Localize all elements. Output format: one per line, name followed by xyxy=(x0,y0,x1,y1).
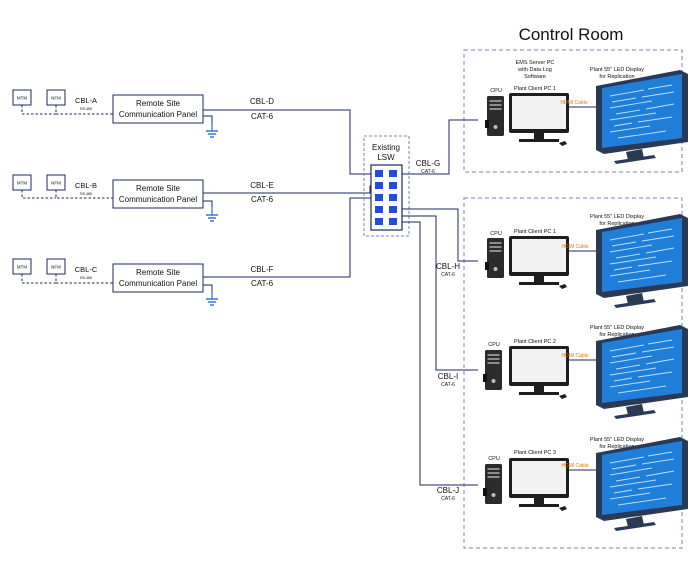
display-line2: for Replication xyxy=(599,74,634,80)
pc-label: Plant Client PC 2 xyxy=(514,339,556,345)
monitor-icon xyxy=(509,458,569,511)
pc-label: Plant Client PC 1 xyxy=(514,229,556,235)
lsw-line2: LSW xyxy=(377,153,395,162)
cable-in-sub: RS-485 xyxy=(80,192,92,196)
cable-in-label: CBL-B xyxy=(75,181,97,190)
cable-g-label: CBL-G xyxy=(416,159,440,168)
lsw-dashed-box xyxy=(363,135,410,237)
ground-icon xyxy=(205,290,219,306)
server-station: EMS Server PC with Data Log Software CPU… xyxy=(485,60,689,165)
cable-in-label: CBL-C xyxy=(75,265,98,274)
cpu-label: CPU xyxy=(488,342,500,348)
cable-in-sub: RS-485 xyxy=(80,276,92,280)
cable-out-label: CBL-F xyxy=(250,265,273,274)
panel-line2: Communication Panel xyxy=(119,279,197,288)
cable-g-type: CAT-6 xyxy=(421,169,435,175)
led-display-icon xyxy=(595,69,689,165)
ground-icon xyxy=(205,206,219,222)
panel-line1: Remote Site xyxy=(136,99,181,108)
display-line1: Plant 55" LED Display xyxy=(590,214,644,220)
control-room-title: Control Room xyxy=(519,25,624,44)
panel-line1: Remote Site xyxy=(136,268,181,277)
mtm-label: MTM xyxy=(17,265,27,270)
mtm-label: MTM xyxy=(17,181,27,186)
hdmi-label: HDMI Cable xyxy=(561,463,588,469)
existing-lsw: Existing LSW xyxy=(363,135,410,237)
display-line1: Plant 55" LED Display xyxy=(590,67,644,73)
display-line2: for Replication xyxy=(599,332,634,338)
client-station-1: CPU Plant Client PC 1 HDMI Cable Plant 5… xyxy=(485,213,689,309)
hdmi-label: HDMI Cable xyxy=(560,100,587,106)
panel-line1: Remote Site xyxy=(136,184,181,193)
cable-out-type: CAT-6 xyxy=(251,112,274,121)
panel-line2: Communication Panel xyxy=(119,110,197,119)
cable-in-label: CBL-A xyxy=(75,96,97,105)
site-row-a: MTM NFM CBL-A RS-485 Remote Site Communi… xyxy=(12,89,374,175)
nfm-label: NFM xyxy=(51,96,61,101)
panel-line2: Communication Panel xyxy=(119,195,197,204)
cable-i-type: CAT-6 xyxy=(441,382,455,388)
cpu-tower-icon xyxy=(483,464,502,504)
cpu-label: CPU xyxy=(490,88,502,94)
cable-out-type: CAT-6 xyxy=(251,195,274,204)
remote-site-panel xyxy=(112,179,204,209)
cable-j-label: CBL-J xyxy=(437,486,459,495)
pc-label: Plant Client PC 3 xyxy=(514,450,556,456)
pc-label: Plant Client PC 1 xyxy=(514,86,556,92)
client-station-3: CPU Plant Client PC 3 HDMI Cable Plant 5… xyxy=(483,436,689,532)
server-note-line1: EMS Server PC xyxy=(516,60,555,66)
led-display-icon xyxy=(595,436,689,532)
cable-out-label: CBL-D xyxy=(250,97,274,106)
monitor-icon xyxy=(509,346,569,399)
client-station-2: CPU Plant Client PC 2 HDMI Cable Plant 5… xyxy=(483,324,689,420)
server-note-line2: with Data Log xyxy=(517,67,552,73)
hdmi-label: HDMI Cable xyxy=(561,353,588,359)
remote-site-panel xyxy=(112,263,204,293)
led-display-icon xyxy=(595,213,689,309)
cpu-tower-icon xyxy=(485,96,504,136)
display-line1: Plant 55" LED Display xyxy=(590,325,644,331)
ground-icon xyxy=(205,122,219,138)
cpu-label: CPU xyxy=(488,456,500,462)
cable-h-label: CBL-H xyxy=(436,262,460,271)
cable-h-type: CAT-6 xyxy=(441,272,455,278)
remote-site-panel xyxy=(112,94,204,124)
site-row-c: MTM NFM CBL-C RS-485 Remote Site Communi… xyxy=(12,197,374,306)
monitor-icon xyxy=(509,236,569,289)
cable-out-type: CAT-6 xyxy=(251,279,274,288)
cpu-tower-icon xyxy=(485,238,504,278)
cable-in-sub: RS-485 xyxy=(80,107,92,111)
display-line1: Plant 55" LED Display xyxy=(590,437,644,443)
cable-out-label: CBL-E xyxy=(250,181,274,190)
site-row-b: MTM NFM CBL-B RS-485 Remote Site Communi… xyxy=(12,174,374,222)
server-note-line3: Software xyxy=(524,74,546,80)
mtm-label: MTM xyxy=(17,96,27,101)
lsw-line1: Existing xyxy=(372,143,400,152)
hdmi-label: HDMI Cable xyxy=(561,244,588,250)
nfm-label: NFM xyxy=(51,265,61,270)
led-display-icon xyxy=(595,324,689,420)
display-line2: for Replication xyxy=(599,444,634,450)
display-line2: for Replication xyxy=(599,221,634,227)
cpu-label: CPU xyxy=(490,231,502,237)
nfm-label: NFM xyxy=(51,181,61,186)
cable-i-label: CBL-I xyxy=(438,372,458,381)
cpu-tower-icon xyxy=(483,350,502,390)
cable-j-type: CAT-6 xyxy=(441,496,455,502)
server-room-box xyxy=(463,49,683,173)
